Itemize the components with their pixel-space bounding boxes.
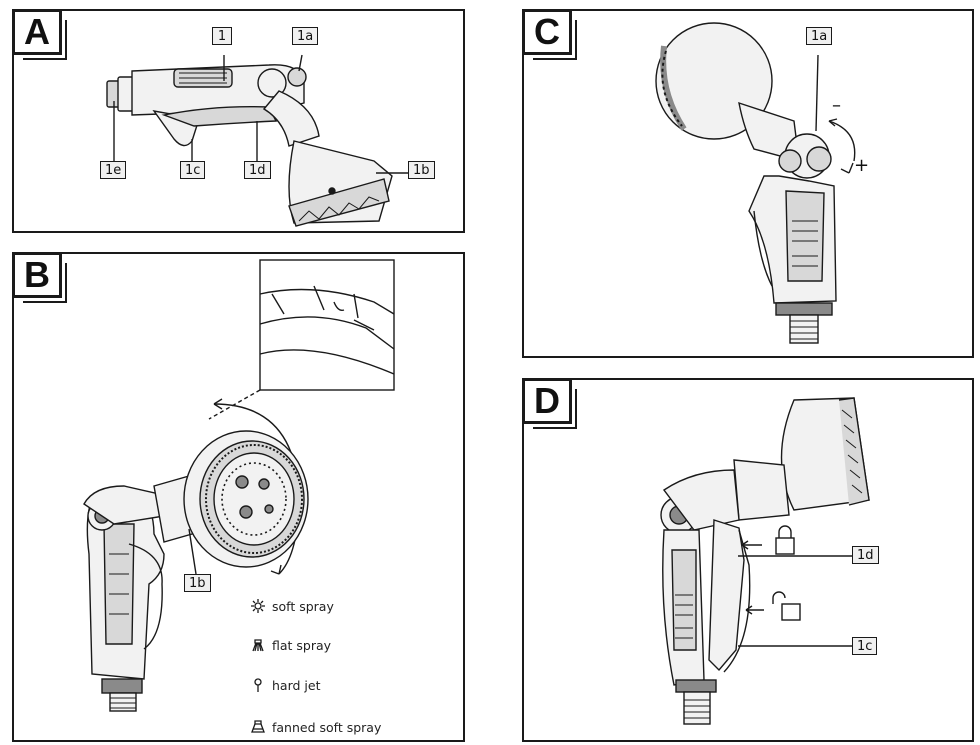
callout-a-1a: 1a (292, 27, 319, 45)
panel-d: D (522, 378, 974, 742)
callout-b-1b: 1b (184, 574, 211, 592)
panel-c-letter: C (524, 11, 577, 60)
callout-a-1d: 1d (244, 161, 271, 179)
callout-d-1c: 1c (852, 637, 878, 655)
fanned-soft-spray-icon (251, 720, 265, 733)
panel-c-spray-gun-illustration (655, 22, 856, 344)
legend-label: fanned soft spray (272, 719, 382, 735)
panel-d-spray-gun-illustration (660, 397, 870, 725)
flat-spray-icon (252, 639, 264, 652)
panel-a-letter: A (14, 11, 67, 60)
legend-label: soft spray (272, 598, 334, 614)
hard-jet-icon (254, 678, 262, 692)
panel-c: C 1a (522, 9, 974, 358)
panel-b-letter: B (14, 254, 67, 303)
callout-a-1e: 1e (100, 161, 127, 179)
panel-b: B (12, 252, 465, 742)
legend-item-hard-jet: hard jet (250, 675, 320, 695)
minus-sign: – (832, 95, 841, 116)
soft-spray-icon (251, 599, 265, 613)
legend-item-soft-spray: soft spray (250, 596, 334, 616)
callout-a-1: 1 (212, 27, 232, 45)
callout-a-1b: 1b (408, 161, 435, 179)
legend-label: flat spray (272, 637, 332, 653)
plus-sign: + (854, 155, 870, 176)
callout-a-1c: 1c (180, 161, 206, 179)
panel-d-letter: D (524, 380, 577, 429)
legend-label: hard jet (272, 677, 321, 693)
panel-a: A (12, 9, 465, 233)
legend-item-fanned-soft-spray: fanned soft spray (250, 717, 381, 737)
callout-c-1a: 1a (806, 27, 833, 45)
panel-b-spray-gun-illustration (83, 259, 395, 712)
legend-item-flat-spray: flat spray (250, 635, 331, 655)
panel-a-spray-gun-illustration (106, 54, 408, 227)
callout-d-1d: 1d (852, 546, 879, 564)
